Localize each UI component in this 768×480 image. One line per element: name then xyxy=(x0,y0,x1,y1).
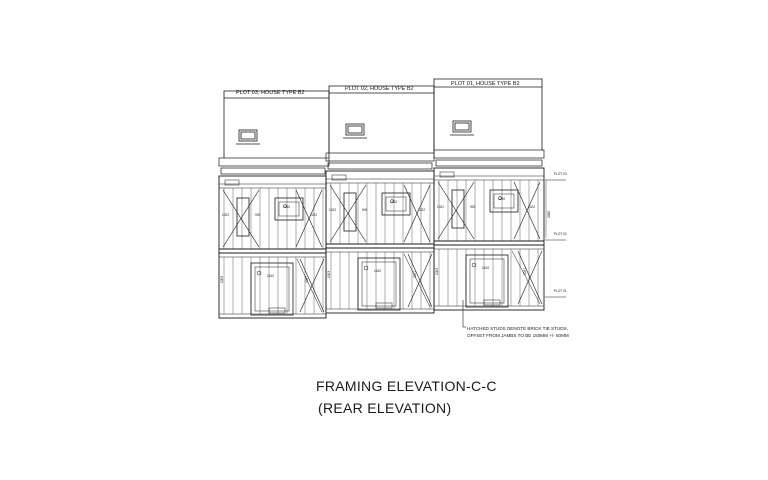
svg-text:1260: 1260 xyxy=(283,205,290,209)
svg-text:1022: 1022 xyxy=(528,205,535,209)
framing-panels: 1022 1260 1022 1610 2097 1003 900 1022 1260 1022 1… xyxy=(218,167,551,319)
svg-text:2097: 2097 xyxy=(305,276,309,283)
gable-outlines xyxy=(223,78,543,158)
svg-text:1003: 1003 xyxy=(220,276,224,283)
drawing-title: FRAMING ELEVATION-C-C xyxy=(316,378,497,394)
level-marker-1: PLOT 03 xyxy=(554,172,567,176)
rooflight-windows xyxy=(236,120,474,145)
drawing-subtitle: (REAR ELEVATION) xyxy=(318,400,452,416)
level-marker-2: PLOT 02 xyxy=(554,232,567,236)
svg-text:1610: 1610 xyxy=(374,269,381,273)
svg-text:1003: 1003 xyxy=(435,268,439,275)
svg-text:900: 900 xyxy=(255,213,261,217)
plot-03-label: PLOT 03, HOUSE TYPE B2 xyxy=(236,90,305,96)
note-leader xyxy=(462,300,466,328)
eaves-bands xyxy=(218,149,545,175)
svg-text:1260: 1260 xyxy=(390,200,397,204)
plot-02-label: PLOT 02, HOUSE TYPE B2 xyxy=(345,86,414,92)
level-marker-3: PLOT 01 xyxy=(554,289,567,293)
svg-text:2097: 2097 xyxy=(523,268,527,275)
svg-text:1610: 1610 xyxy=(482,266,489,270)
svg-text:1022: 1022 xyxy=(437,205,444,209)
note-line-1: HATCHED STUDS DENOTE BRICK TIE STUDS, xyxy=(467,326,568,331)
svg-text:1003: 1003 xyxy=(327,271,331,278)
svg-text:2097: 2097 xyxy=(413,271,417,278)
svg-text:1022: 1022 xyxy=(222,213,229,217)
svg-text:900: 900 xyxy=(470,205,476,209)
svg-text:900: 900 xyxy=(362,208,368,212)
svg-text:2080: 2080 xyxy=(547,211,551,218)
plot-01-label: PLOT 01, HOUSE TYPE B2 xyxy=(451,81,520,87)
svg-text:1022: 1022 xyxy=(310,213,317,217)
note-line-2: OFFSET FROM JAMBS TO BE 150MM +/- 50MM xyxy=(467,333,569,338)
svg-text:1260: 1260 xyxy=(498,197,505,201)
svg-text:1022: 1022 xyxy=(418,208,425,212)
level-markers xyxy=(545,179,566,298)
svg-text:1610: 1610 xyxy=(267,274,274,278)
svg-text:1022: 1022 xyxy=(329,208,336,212)
